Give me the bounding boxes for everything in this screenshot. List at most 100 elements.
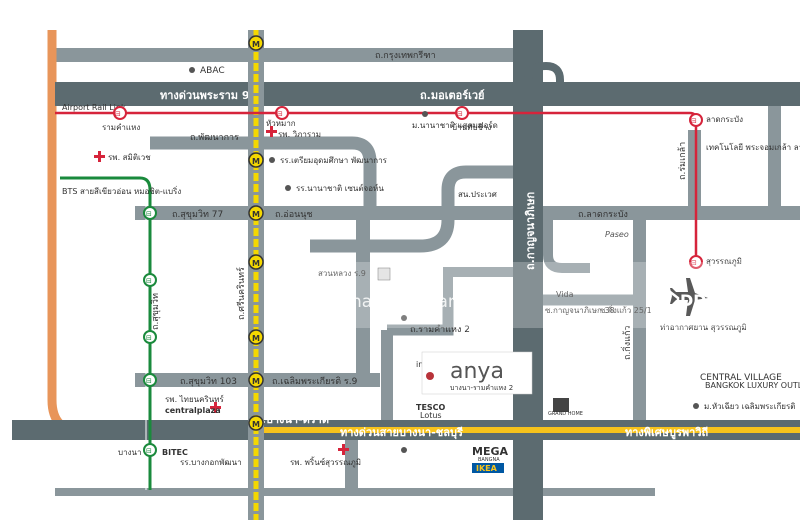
svg-text:⊟: ⊟ xyxy=(115,110,121,118)
label-ramkhamhaeng2: ถ.รามคำแหง 2 xyxy=(410,324,470,335)
watermark-photographer: Sinthang Saetang xyxy=(318,292,469,312)
svg-text:M: M xyxy=(252,420,260,429)
svg-text:⊟: ⊟ xyxy=(457,110,463,118)
place-prasuk xyxy=(401,447,407,453)
label-triam-udom: รร.เตรียมอุดมศึกษา พัฒนาการ xyxy=(280,156,388,165)
road-east-vertical xyxy=(768,100,781,206)
label-bangna-hosp: รร.บางกอกพัฒนา xyxy=(180,458,242,467)
place-ramkhamhaeng-uni xyxy=(401,315,407,321)
svg-text:M: M xyxy=(252,334,260,343)
m-station-2: M xyxy=(248,152,264,168)
label-ikea: IKEA xyxy=(476,464,498,473)
label-sukhumvit77: ถ.สุขุมวิท 77 xyxy=(172,209,223,220)
burapha-withi-label: ทางพิเศษบูรพาวิถี xyxy=(625,426,709,440)
road-phatthanakan xyxy=(150,136,377,214)
label-king-kaeo: ถ.กิ่งแก้ว xyxy=(620,326,633,360)
project-marker: anya บางนา-รามคำแหง 2 xyxy=(421,351,533,395)
bts-station-bangna: ⊟ xyxy=(143,443,157,457)
label-mega-sub: BANGNA xyxy=(478,457,500,463)
arl-station-ban-thap-chang: ⊟ xyxy=(455,106,469,120)
label-huachiew: ม.หัวเฉียว เฉลิมพระเกียรติ xyxy=(704,402,795,411)
label-arl-ban-thap-chang: บ้านทับช้าง xyxy=(452,123,491,132)
hospital-icon xyxy=(94,151,105,162)
label-samitivej: รพ. สมิติเวช xyxy=(108,153,151,162)
arl-station-ramkhamhaeng: ⊟ xyxy=(113,106,127,120)
road-kanchanaphisek-label: ถ.กาญจนาภิเษก xyxy=(524,192,537,270)
bangna-trat-label: ถ.บางนา-ตราด xyxy=(255,413,329,426)
label-nanachart: รร.นานาชาติ เซนต์จอห์น xyxy=(296,183,384,193)
rama9-label: ทางด่วนพระราม 9 xyxy=(160,89,250,102)
ikea-logo xyxy=(472,463,504,473)
label-prasuk: รพ. พริ้นซ์สุวรรณภูมิ xyxy=(290,456,361,468)
road-network xyxy=(55,48,800,520)
label-bang-na: บางนา xyxy=(118,448,141,457)
label-central-village-sub: BANGKOK LUXURY OUTLET xyxy=(705,381,800,390)
bts-station-4: ⊟ xyxy=(143,373,157,387)
bts-green-line-inner xyxy=(60,181,147,490)
label-arl-ramkhamhaeng: รามคำแหง xyxy=(102,123,140,132)
road-krungthep-kreetha xyxy=(55,48,515,62)
project-dot xyxy=(426,372,434,380)
watermark-band xyxy=(277,262,800,328)
bts-station-3: ⊟ xyxy=(143,330,157,344)
label-airport: ท่าอากาศยาน สุวรรณภูมิ xyxy=(660,323,747,333)
place-suan-luang xyxy=(377,267,391,281)
label-central-village: CENTRAL VILLAGE xyxy=(700,373,782,383)
arl-station-hua-mak: ⊟ xyxy=(275,106,289,120)
label-chalong-rat: บางนา-ตลาดน้อย xyxy=(30,205,43,290)
svg-text:M: M xyxy=(252,259,260,268)
label-arl-hua-mak: หัวหมาก xyxy=(266,119,296,128)
project-label-box xyxy=(421,351,533,395)
m-station-7: M xyxy=(248,415,264,431)
svg-text:⊟: ⊟ xyxy=(146,377,152,385)
hospital-icon xyxy=(210,402,221,413)
road-vertical-350 xyxy=(356,220,370,380)
bts-green-line xyxy=(60,176,152,490)
label-grand-home: GRAND HOME xyxy=(548,411,583,417)
bangna-expressway-yellow xyxy=(250,427,800,433)
airport-link-label: Airport Rail Link xyxy=(62,103,126,112)
hospital-icon xyxy=(338,444,349,455)
label-onnut: ถ.อ่อนนุช xyxy=(275,210,313,220)
road-romklao xyxy=(688,130,701,210)
road-sukhumvit77 xyxy=(135,206,520,220)
place-triam-udom xyxy=(269,157,275,163)
svg-text:⊟: ⊟ xyxy=(146,334,152,342)
bangna-chonburi-label: ทางด่วนสายบางนา-ชลบุรี xyxy=(340,426,463,440)
road-lat-krabang xyxy=(540,206,800,220)
label-bitec: BITEC xyxy=(162,448,188,457)
label-arl-suvarnabhumi: สุวรรณภูมิ xyxy=(706,257,742,267)
label-rom-klao: ถ.ร่มเกล้า xyxy=(677,142,688,180)
bts-station-2: ⊟ xyxy=(143,273,157,287)
m-station-1: M xyxy=(248,35,264,51)
road-kanchanaphisek-south xyxy=(345,440,358,490)
svg-text:⊟: ⊟ xyxy=(146,277,152,285)
place-abac xyxy=(189,67,195,73)
svg-text:M: M xyxy=(252,40,260,49)
m-station-3: M xyxy=(248,205,264,221)
label-abac: ABAC xyxy=(200,66,225,76)
road-bottom-h xyxy=(55,488,655,496)
arl-station-suvarnabhumi: ⊟ xyxy=(689,255,703,269)
label-arl-lat-krabang: ลาดกระบัง xyxy=(706,115,743,124)
label-chaloem-phrakiat: ถ.เฉลิมพระเกียรติ ร.9 xyxy=(272,376,358,387)
label-tesco: TESCO xyxy=(416,403,446,412)
bts-stations: ⊟ ⊟ ⊟ ⊟ ⊟ xyxy=(143,206,157,457)
label-kmitl: เทคโนโลยี พระจอมเกล้า ลาดกระบัง (สจล) xyxy=(706,142,800,152)
label-sukhumvit103: ถ.สุขุมวิท 103 xyxy=(180,376,237,387)
airport-icon xyxy=(670,278,708,316)
grand-home-logo xyxy=(553,398,569,412)
svg-text:M: M xyxy=(252,157,260,166)
road-soi-kanchana xyxy=(443,267,520,300)
place-huachiew xyxy=(693,403,699,409)
motorway-label: ถ.มอเตอร์เวย์ xyxy=(420,89,485,102)
label-sukhumvit-vertical: ถ.สุขุมวิท xyxy=(150,293,161,330)
label-mega: MEGA xyxy=(472,445,508,458)
hospital-icon xyxy=(266,126,277,137)
road-ramkhamhaeng2-top xyxy=(387,300,454,336)
label-paseo: Paseo xyxy=(605,230,629,239)
svg-text:M: M xyxy=(252,210,260,219)
svg-text:M: M xyxy=(252,377,260,386)
svg-text:⊟: ⊟ xyxy=(277,110,283,118)
place-nanachart xyxy=(285,185,291,191)
